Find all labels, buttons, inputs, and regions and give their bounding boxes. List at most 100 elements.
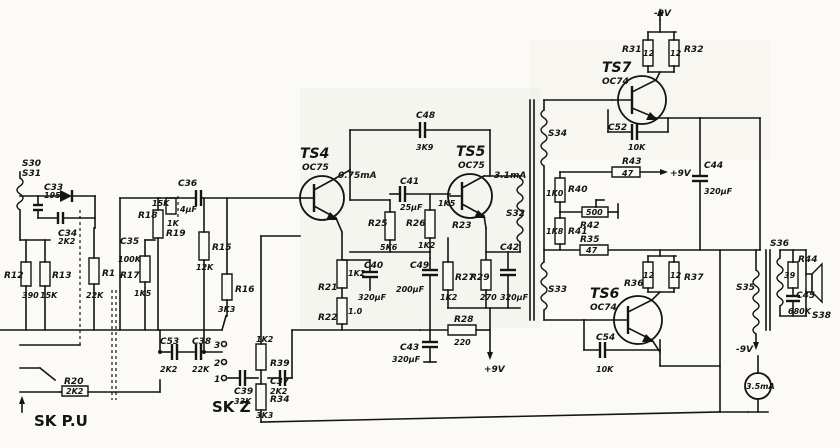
supply-mid: +9V <box>484 365 506 375</box>
value-r13: 15K <box>40 291 58 300</box>
label-c34: C34 <box>58 229 77 239</box>
value-c52: 10K <box>628 143 646 152</box>
pin-1: 1 <box>214 375 220 385</box>
ts6-type: OC74 <box>590 303 617 313</box>
value-c34: 2K2 <box>58 237 76 246</box>
label-r37: R37 <box>684 273 704 283</box>
value-r44: 39 <box>784 271 796 280</box>
label-r1: R1 <box>102 269 115 279</box>
labels: TS4 OC75 TS5 OC75 TS7 OC74 TS6 OC74 S30 … <box>4 9 831 430</box>
value-r32: 12 <box>670 49 682 58</box>
value-c49: 200µF <box>396 285 425 294</box>
label-s38: S38 <box>812 311 831 321</box>
label-s32: S32 <box>506 209 525 219</box>
value-c42: 320µF <box>500 293 529 302</box>
label-r39: R39 <box>270 359 289 369</box>
value-r22: 1.0 <box>348 307 363 316</box>
output-bias <box>555 118 760 255</box>
transistor-ts5 <box>448 174 492 228</box>
label-s31: S31 <box>22 169 41 179</box>
label-c42: C42 <box>500 243 519 253</box>
input-section <box>17 172 160 412</box>
label-r13: R13 <box>52 271 71 281</box>
resistor-r20 <box>62 386 88 396</box>
ts5-current: 3.1mA <box>494 171 526 181</box>
value-r27: 1K2 <box>440 293 458 302</box>
ts4-type: OC75 <box>302 163 329 173</box>
value-r39: 1K2 <box>256 335 274 344</box>
transistor-ts7 <box>608 8 700 140</box>
label-r23: R23 <box>452 221 471 231</box>
resistor-r22 <box>337 298 347 324</box>
label-r42: R42 <box>580 221 599 231</box>
value-c45: 680K <box>788 307 812 316</box>
label-r36: R36 <box>624 279 643 289</box>
label-r12: R12 <box>4 271 23 281</box>
output-transformer <box>753 250 822 350</box>
label-r20: R20 <box>64 377 83 387</box>
ts4-collector <box>350 122 490 252</box>
label-r31: R31 <box>622 45 641 55</box>
value-r37: 12 <box>670 271 682 280</box>
value-r12: 390 <box>22 291 39 300</box>
transistor-ts4 <box>300 170 350 232</box>
value-r20: 2K2 <box>66 387 84 396</box>
resistor-r16 <box>222 274 232 300</box>
value-r42: 500 <box>586 208 603 217</box>
meter-label: 3.5mA <box>746 382 775 391</box>
driver-transformer <box>490 100 760 320</box>
ts4-current: 0.75mA <box>338 171 377 181</box>
ts4-emitter <box>337 232 378 330</box>
label-c53: C53 <box>160 337 179 347</box>
supply-top: -9V <box>654 9 672 19</box>
ts7-type: OC74 <box>602 77 629 87</box>
label-r26: R26 <box>406 219 425 229</box>
ground-rail <box>0 316 226 330</box>
label-r19: R19 <box>166 229 185 239</box>
value-c48: 3K9 <box>416 143 434 152</box>
label-r32: R32 <box>684 45 703 55</box>
ts6-label: TS6 <box>590 286 620 302</box>
value-r26: 1K2 <box>418 241 436 250</box>
ts5-label: TS5 <box>456 144 486 160</box>
pin-3: 3 <box>214 341 220 351</box>
resistor-r28 <box>448 325 476 335</box>
value-r23: 1K5 <box>438 199 456 208</box>
label-c39: C39 <box>234 387 253 397</box>
value-r21: 1K2 <box>348 269 366 278</box>
value-c43: 320µF <box>392 355 421 364</box>
label-c38: C38 <box>192 337 211 347</box>
resistor-r26 <box>425 210 435 238</box>
label-r43: R43 <box>622 157 641 167</box>
speaker-icon <box>806 274 812 292</box>
label-r28: R28 <box>454 315 473 325</box>
label-r25: R25 <box>368 219 387 229</box>
resistor-r13 <box>40 262 50 286</box>
value-r36: 12 <box>643 271 655 280</box>
label-c45: C45 <box>796 291 815 301</box>
speaker-cone <box>812 264 822 302</box>
label-r15: R15 <box>212 243 231 253</box>
resistor-r1 <box>89 258 99 284</box>
value-c38: 22K <box>192 365 210 374</box>
value-r43: 47 <box>621 169 634 178</box>
label-c44: C44 <box>704 161 723 171</box>
value-r19: 15K <box>152 199 170 208</box>
supply-right: -9V <box>736 345 754 355</box>
label-c43: C43 <box>400 343 419 353</box>
ts4-label: TS4 <box>300 146 329 162</box>
label-c52: C52 <box>608 123 627 133</box>
value-c41: 25µF <box>400 203 423 212</box>
label-c33: C33 <box>44 183 63 193</box>
value-c54: 10K <box>596 365 614 374</box>
label-r27: R27 <box>455 273 475 283</box>
label-c49: C49 <box>410 261 429 271</box>
pin-2: 2 <box>214 359 220 369</box>
value-c53: 2K2 <box>160 365 178 374</box>
label-r35: R35 <box>580 235 599 245</box>
value-r16: 3K3 <box>218 305 236 314</box>
value-r18: 1K <box>167 219 180 228</box>
value-c35: 100K <box>118 255 142 264</box>
value-r29: 270 <box>480 293 497 302</box>
resistor-r35 <box>580 245 608 255</box>
